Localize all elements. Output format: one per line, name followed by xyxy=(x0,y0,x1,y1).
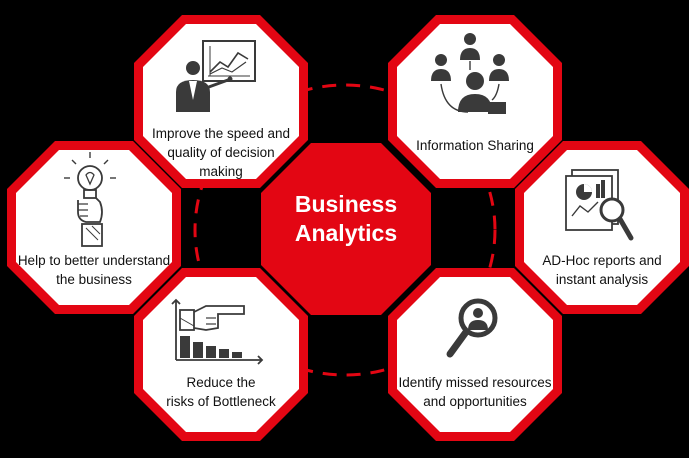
label-adhoc-reports: AD-Hoc reports and instant analysis xyxy=(542,253,662,287)
label-information-sharing: Information Sharing xyxy=(416,138,534,153)
center-title-line-1: Business xyxy=(294,191,398,217)
connector-ring xyxy=(193,83,497,377)
magnifier-person-icon xyxy=(446,298,498,358)
center-title-line-2: Analytics xyxy=(294,220,398,246)
octagon-identify-missed xyxy=(388,268,562,441)
presenter-chart-icon xyxy=(176,40,256,112)
hand-pointing-declining-chart-icon xyxy=(171,298,264,365)
center-octagon xyxy=(261,143,431,315)
label-improve-speed: Improve the speed and quality of decisio… xyxy=(151,126,291,179)
center-title: Business Analytics xyxy=(262,190,430,248)
label-better-understand: Help to better understand the business xyxy=(17,253,171,287)
report-magnifier-icon xyxy=(565,169,634,241)
team-network-icon xyxy=(431,33,509,114)
label-identify-missed: Identify missed resources and opportunit… xyxy=(398,375,552,409)
label-reduce-risks: Reduce the risks of Bottleneck xyxy=(166,375,276,409)
hand-lightbulb-icon xyxy=(64,152,116,247)
octagon-improve-speed xyxy=(134,15,308,188)
